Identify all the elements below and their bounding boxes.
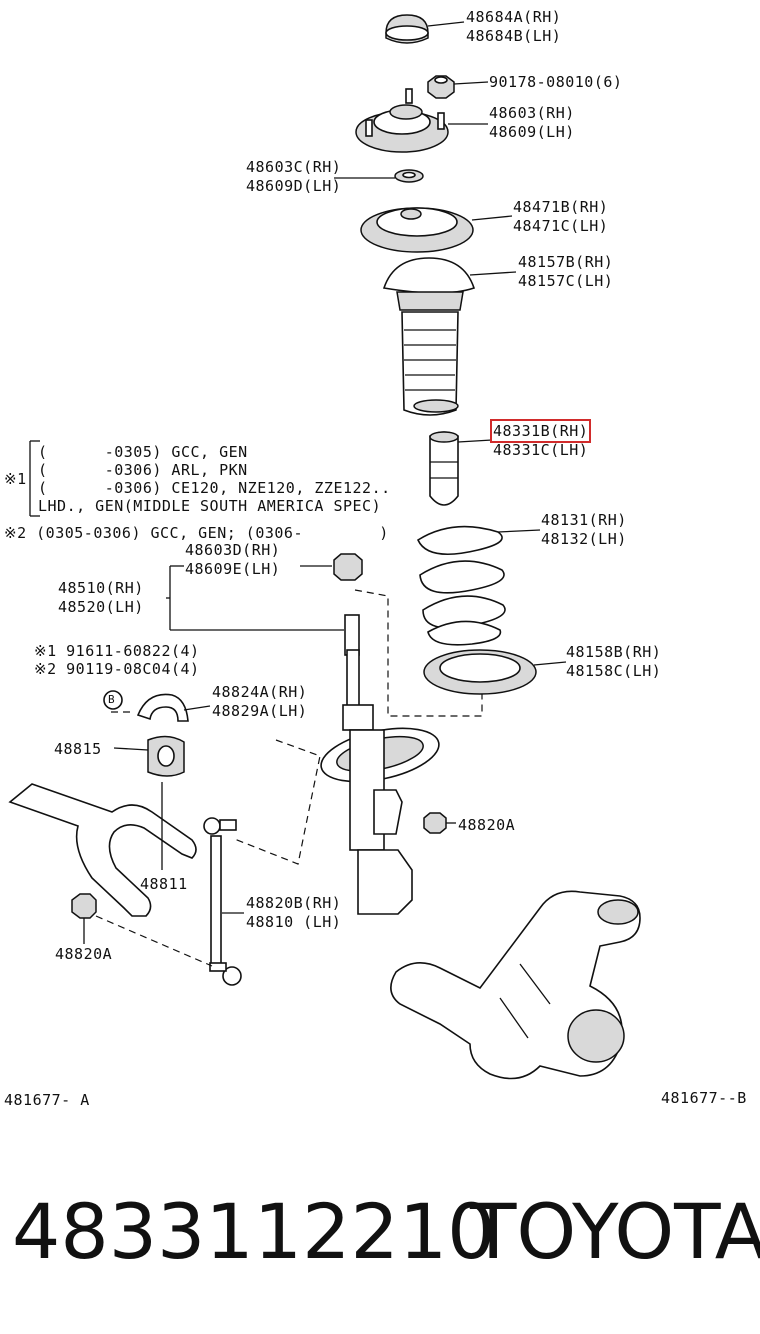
label-washer-rh: 48603C(RH) [246, 158, 342, 176]
label-mount-rh: 48603(RH) [489, 104, 575, 122]
coil-spring-part [416, 525, 506, 646]
note-line-1: ( -0305) GCC, GEN [38, 443, 248, 461]
washer-part [394, 169, 424, 183]
label-bracket-rh: 48824A(RH) [212, 683, 308, 701]
label-lower-seat-lh: 48158C(LH) [566, 662, 662, 680]
label-mount-cap-lh: 48684B(LH) [466, 27, 562, 45]
label-spring-rh: 48131(RH) [541, 511, 627, 529]
bracket-part [136, 693, 189, 722]
label-upper-seat-lh: 48471C(LH) [513, 217, 609, 235]
label-nut: 90178-08010(6) [489, 73, 623, 91]
label-bolt-ref-2: ※2 90119-08C04(4) [34, 660, 200, 678]
part-number: 4833112210 [12, 1187, 496, 1276]
note-line-4: LHD., GEN(MIDDLE SOUTH AMERICA SPEC) [38, 497, 382, 515]
bushing-part [147, 735, 185, 777]
ref-right: 481677--B [661, 1089, 747, 1107]
label-strut-rh: 48510(RH) [58, 579, 144, 597]
mount-part [355, 88, 449, 153]
note-2: ※2 (0305-0306) GCC, GEN; (0306- ) [4, 524, 389, 542]
notes-marker: ※1 [4, 470, 27, 488]
label-lower-seat-rh: 48158B(RH) [566, 643, 662, 661]
ref-left: 481677- A [4, 1091, 90, 1109]
label-bushing: 48815 [54, 740, 102, 758]
label-strut-lh: 48520(LH) [58, 598, 144, 616]
label-stabilizer-bar: 48811 [140, 875, 188, 893]
bolt-left-part [71, 893, 97, 919]
stabilizer-link-part [203, 817, 242, 986]
label-nut-right: 48820A [458, 816, 516, 834]
note-line-2: ( -0306) ARL, PKN [38, 461, 248, 479]
strut-assembly [320, 553, 440, 915]
boot-part [382, 257, 476, 416]
nut-right-part [423, 812, 447, 834]
label-upper-seat-rh: 48471B(RH) [513, 198, 609, 216]
leader-lines [29, 21, 567, 944]
mount-cap-part [385, 14, 429, 44]
lower-seat-part [423, 649, 537, 695]
nut-part [427, 75, 455, 99]
label-boot-lh: 48157C(LH) [518, 272, 614, 290]
label-mount-cap-rh: 48684A(RH) [466, 8, 562, 26]
label-bumper-rh: 48331B(RH) [489, 419, 592, 443]
label-spring-lh: 48132(LH) [541, 530, 627, 548]
label-strut-nut-lh: 48609E(LH) [185, 560, 281, 578]
stabilizer-bar-part [8, 783, 197, 917]
label-boot-rh: 48157B(RH) [518, 253, 614, 271]
b-marker-circle [103, 690, 123, 710]
label-link-rh: 48820B(RH) [246, 894, 342, 912]
brand-name: TOYOTA [470, 1187, 760, 1276]
upper-seat-part [360, 207, 474, 253]
label-link-lh: 48810 (LH) [246, 913, 342, 931]
label-mount-lh: 48609(LH) [489, 123, 575, 141]
note-line-3: ( -0306) CE120, NZE120, ZZE122.. [38, 479, 391, 497]
bump-stop-part [429, 431, 459, 506]
steering-knuckle-part [390, 890, 641, 1080]
label-bolt-ref-1: ※1 91611-60822(4) [34, 642, 200, 660]
b-marker-label: B [108, 693, 116, 706]
label-strut-nut-rh: 48603D(RH) [185, 541, 281, 559]
label-washer-lh: 48609D(LH) [246, 177, 342, 195]
label-nut-lower-left: 48820A [55, 945, 113, 963]
label-bumper-lh: 48331C(LH) [493, 441, 589, 459]
label-bracket-lh: 48829A(LH) [212, 702, 308, 720]
